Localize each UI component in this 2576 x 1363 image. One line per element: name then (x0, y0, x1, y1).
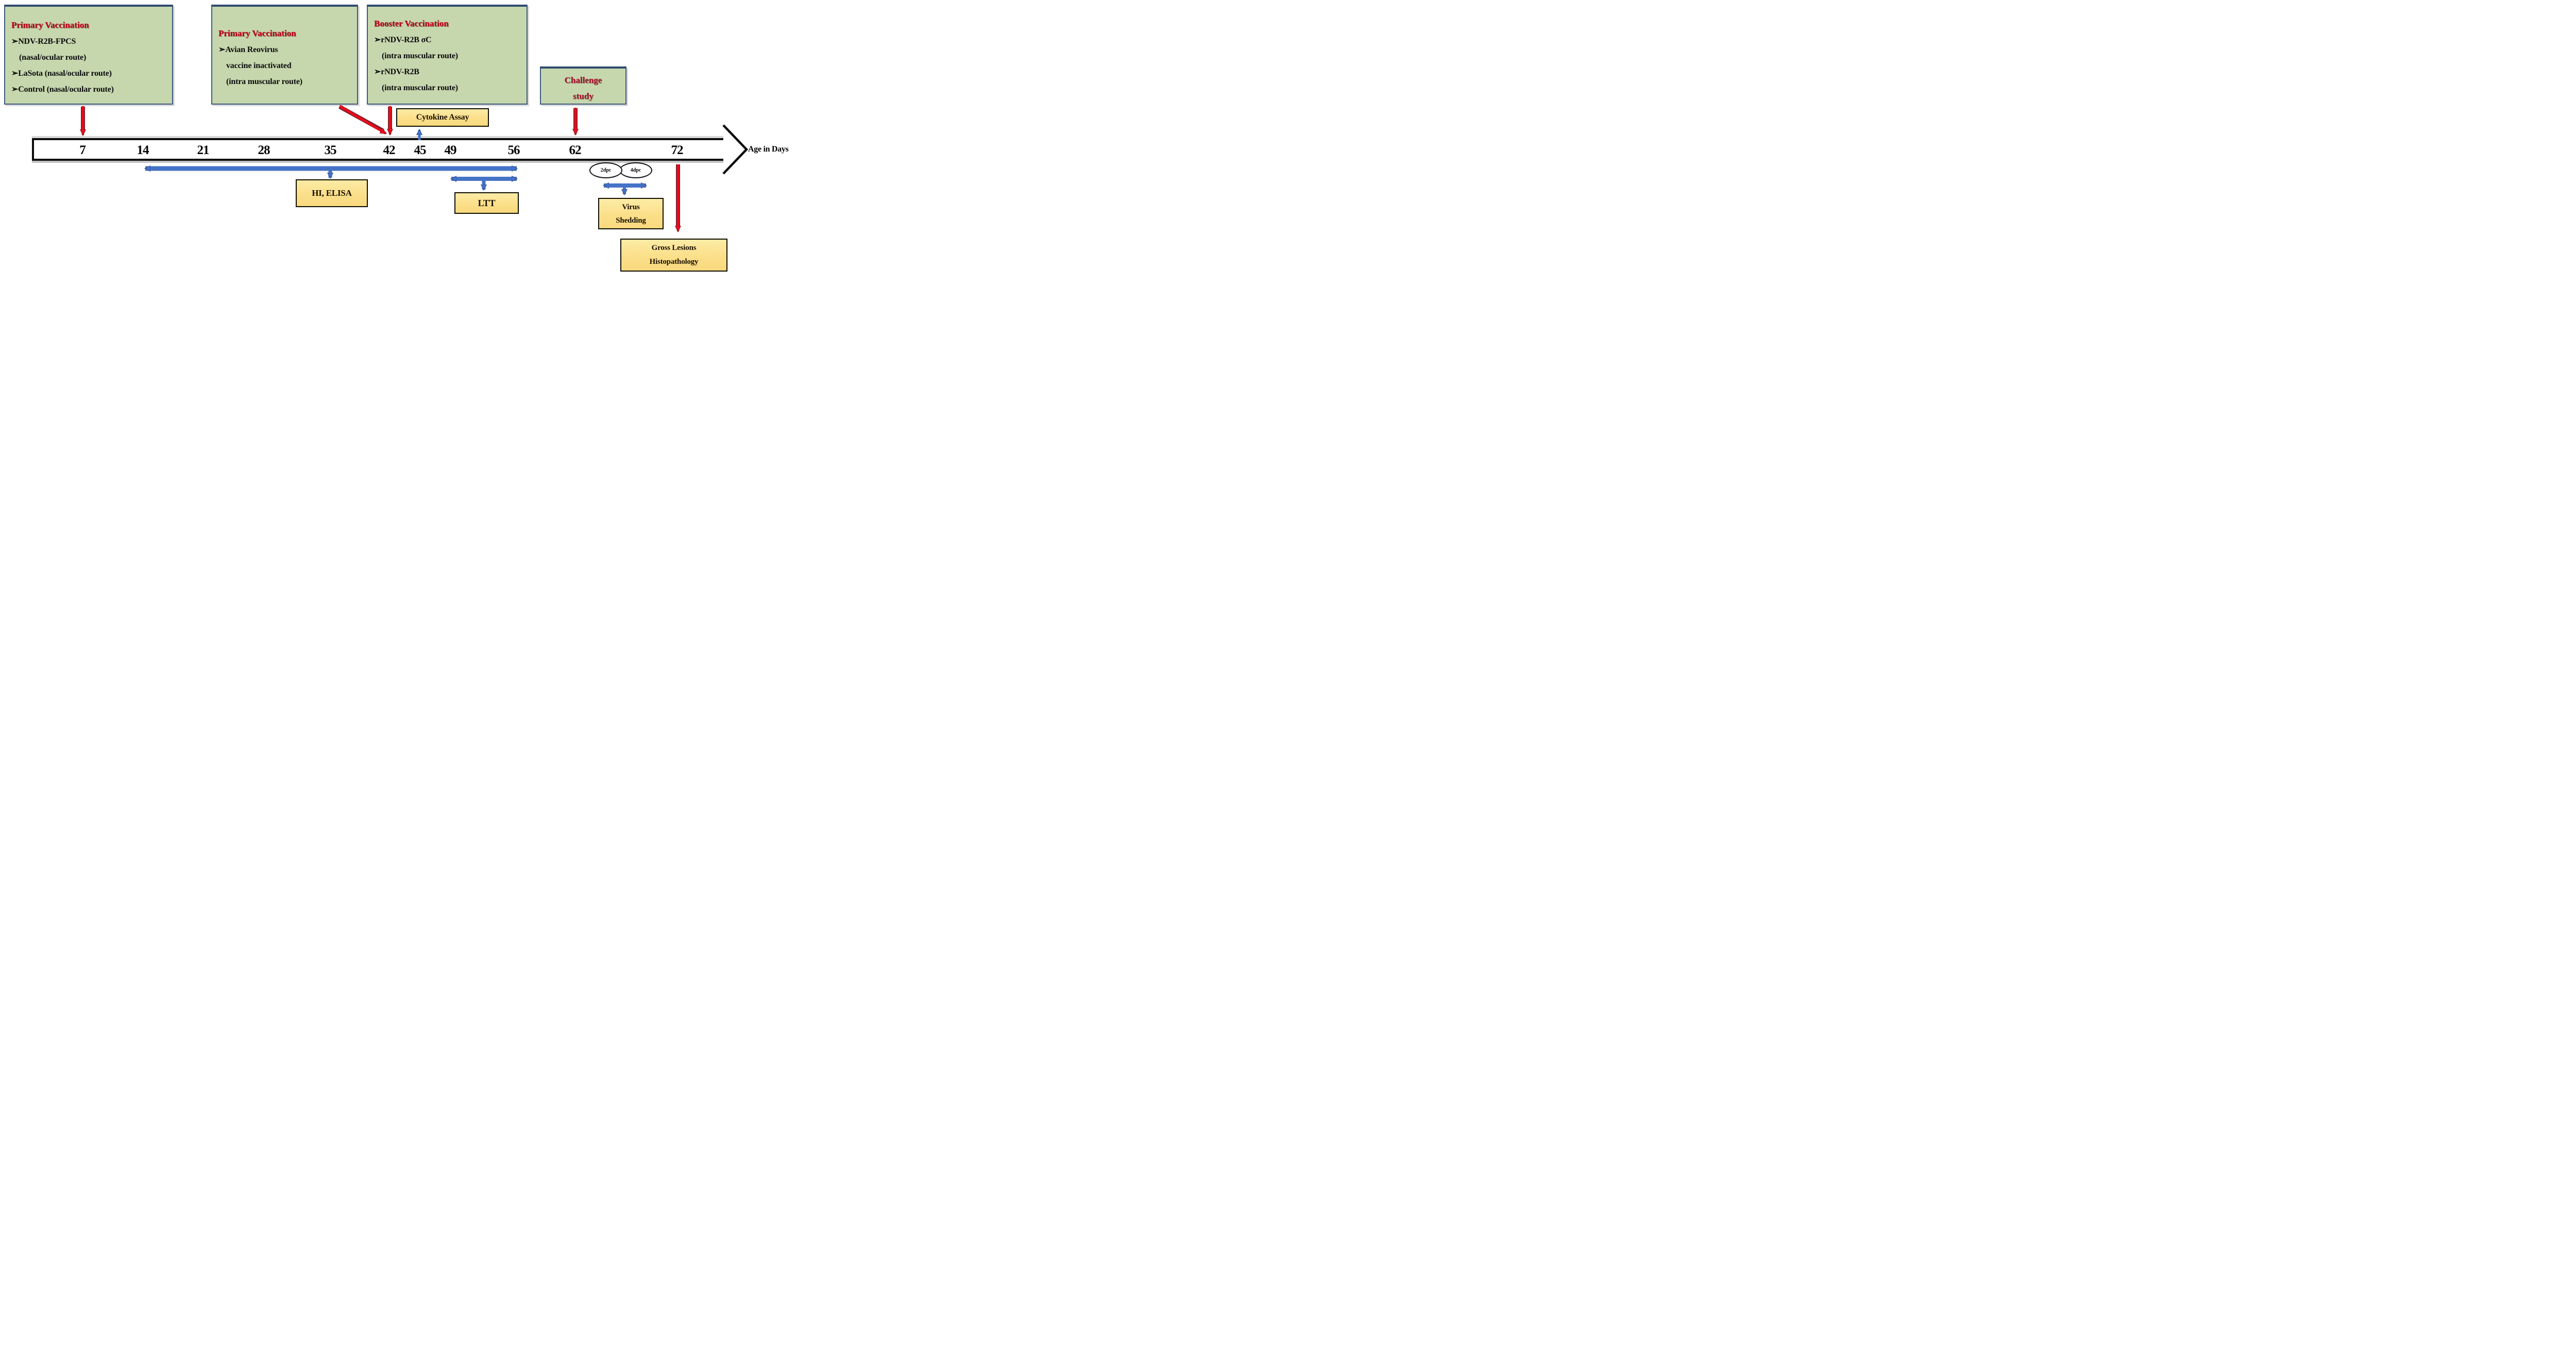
hi-elisa-box: HI, ELISA (296, 179, 368, 207)
challenge-line1: Challenge (564, 75, 602, 85)
box1-line: ➢LaSota (nasal/ocular route) (11, 69, 112, 78)
tick-day-42: 42 (383, 143, 396, 157)
booster-vaccination-box: Booster Vaccination ➢rNDV-R2B σC (intra … (367, 5, 528, 105)
box3-title: Booster Vaccination (374, 19, 449, 28)
gross-lesions-line2: Histopathology (649, 258, 699, 266)
hi-elisa-label: HI, ELISA (312, 188, 352, 198)
tick-day-35: 35 (324, 143, 337, 157)
ltt-box: LTT (454, 192, 519, 214)
box2-line: (intra muscular route) (226, 77, 302, 86)
timeline-arrowhead-icon (722, 124, 749, 175)
dpc4-oval: 4dpc (619, 162, 652, 178)
dpc2-label: 2dpc (600, 167, 612, 173)
tick-day-21: 21 (197, 143, 210, 157)
tick-day-7: 7 (79, 143, 86, 157)
box1-line: ➢NDV-R2B-FPCS (11, 37, 76, 46)
tick-day-49: 49 (444, 143, 457, 157)
box2-title: Primary Vaccination (218, 28, 296, 38)
cytokine-assay-box: Cytokine Assay (396, 108, 489, 127)
box3-line: (intra muscular route) (382, 83, 458, 92)
gross-lesions-line1: Gross Lesions (651, 244, 697, 252)
ltt-label: LTT (478, 197, 496, 208)
red-arrows (83, 105, 678, 231)
tick-day-28: 28 (258, 143, 270, 157)
virus-shedding-line1: Virus (622, 203, 640, 211)
gross-lesions-box: Gross Lesions Histopathology (620, 239, 727, 272)
tick-day-62: 62 (569, 143, 582, 157)
tick-day-14: 14 (137, 143, 149, 157)
red-arrow-primary2 (338, 105, 386, 134)
box1-line: (nasal/ocular route) (19, 53, 87, 62)
challenge-study-box: Challenge study (540, 66, 626, 105)
box2-line: ➢Avian Reovirus (218, 45, 278, 54)
virus-shedding-line2: Shedding (616, 216, 646, 225)
red-arrow-outlines (81, 105, 680, 226)
axis-label: Age in Days (748, 145, 789, 154)
virus-shedding-box: Virus Shedding (598, 198, 664, 229)
box2-line: vaccine inactivated (226, 61, 292, 70)
primary-vaccination-box-2: Primary Vaccination ➢Avian Reovirus vacc… (211, 5, 358, 105)
box3-line: (intra muscular route) (382, 52, 458, 60)
box3-line: ➢rNDV-R2B σC (374, 36, 432, 44)
tick-day-72: 72 (671, 143, 684, 157)
cytokine-assay-label: Cytokine Assay (416, 113, 469, 122)
dpc4-label: 4dpc (630, 167, 641, 173)
timeline-bar (32, 138, 723, 161)
tick-day-56: 56 (507, 143, 520, 157)
box1-line: ➢Control (nasal/ocular route) (11, 85, 114, 94)
primary-vaccination-box-1: Primary Vaccination ➢NDV-R2B-FPCS (nasal… (4, 5, 173, 105)
dpc2-oval: 2dpc (589, 162, 622, 178)
tick-day-45: 45 (414, 143, 427, 157)
box1-title: Primary Vaccination (11, 20, 89, 30)
study-timeline-diagram: Primary Vaccination ➢NDV-R2B-FPCS (nasal… (0, 0, 808, 273)
challenge-line2: study (573, 91, 594, 101)
box3-line: ➢rNDV-R2B (374, 68, 419, 76)
